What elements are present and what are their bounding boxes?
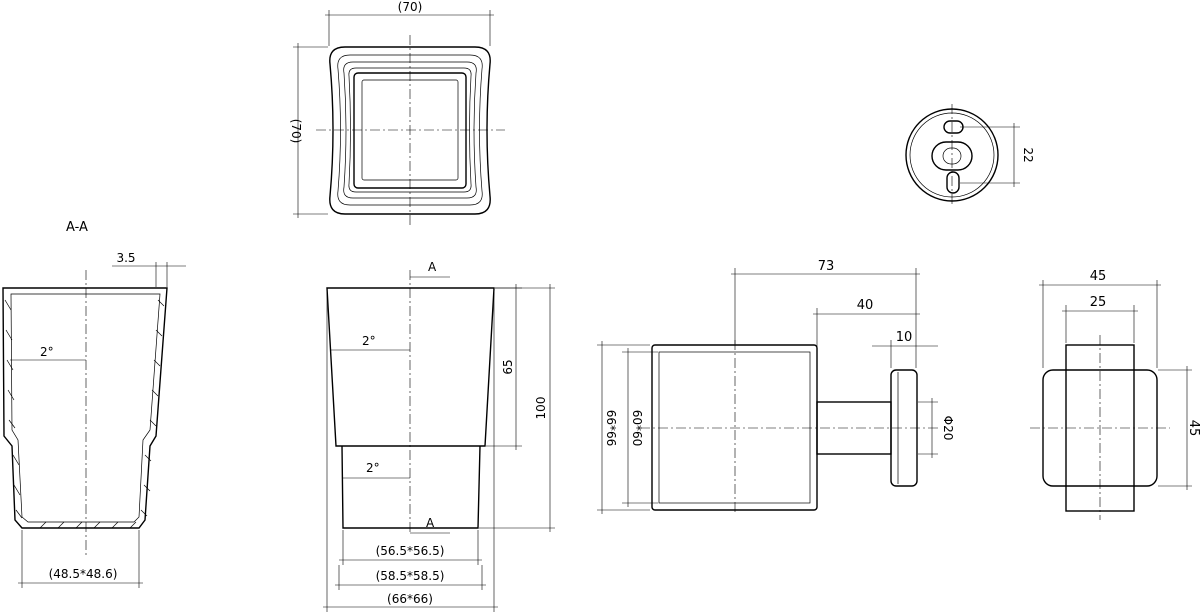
end-view: 45 25 45 bbox=[1030, 269, 1200, 520]
section-draft-label: 2° bbox=[40, 345, 54, 359]
depth-arm-label: 40 bbox=[857, 298, 874, 313]
section-title: A-A bbox=[66, 220, 88, 235]
frame-inner-label: 60*60 bbox=[630, 410, 644, 447]
top-width-label: (70) bbox=[398, 0, 423, 14]
hole-spacing-label: 22 bbox=[1021, 147, 1035, 162]
mount-detail: 22 bbox=[905, 104, 1035, 205]
top-view: (70) (70) bbox=[289, 0, 505, 228]
base-thickness-label: 10 bbox=[896, 330, 913, 345]
end-width-outer: 45 bbox=[1090, 269, 1107, 284]
frame-outer-label: 66*66 bbox=[604, 410, 618, 447]
front-height-total: 100 bbox=[534, 397, 548, 420]
end-height-label: 45 bbox=[1186, 420, 1200, 437]
front-height-upper: 65 bbox=[501, 359, 515, 374]
section-view: A-A 3.5 2° (48.5*48.6) bbox=[2, 220, 186, 588]
front-draft-upper: 2° bbox=[362, 334, 376, 348]
end-width-inner: 25 bbox=[1090, 295, 1107, 310]
front-view: A A 2° 2° 65 100 (56.5*56.5) (58.5*58.5)… bbox=[323, 260, 555, 612]
wall-thickness-label: 3.5 bbox=[116, 251, 135, 265]
depth-total-label: 73 bbox=[818, 259, 835, 274]
section-mark-bottom: A bbox=[426, 516, 435, 530]
front-draft-lower: 2° bbox=[366, 461, 380, 475]
section-mark-top: A bbox=[428, 260, 437, 274]
top-height-label: (70) bbox=[289, 119, 303, 144]
base-diameter-label: Φ20 bbox=[941, 416, 955, 441]
front-dim-inner: (56.5*56.5) bbox=[376, 544, 445, 558]
front-dim-mid: (58.5*58.5) bbox=[376, 569, 445, 583]
side-view: 73 40 10 Φ20 66*66 60*60 bbox=[597, 259, 955, 515]
front-dim-outer: (66*66) bbox=[387, 592, 433, 606]
section-bottom-label: (48.5*48.6) bbox=[49, 567, 118, 581]
